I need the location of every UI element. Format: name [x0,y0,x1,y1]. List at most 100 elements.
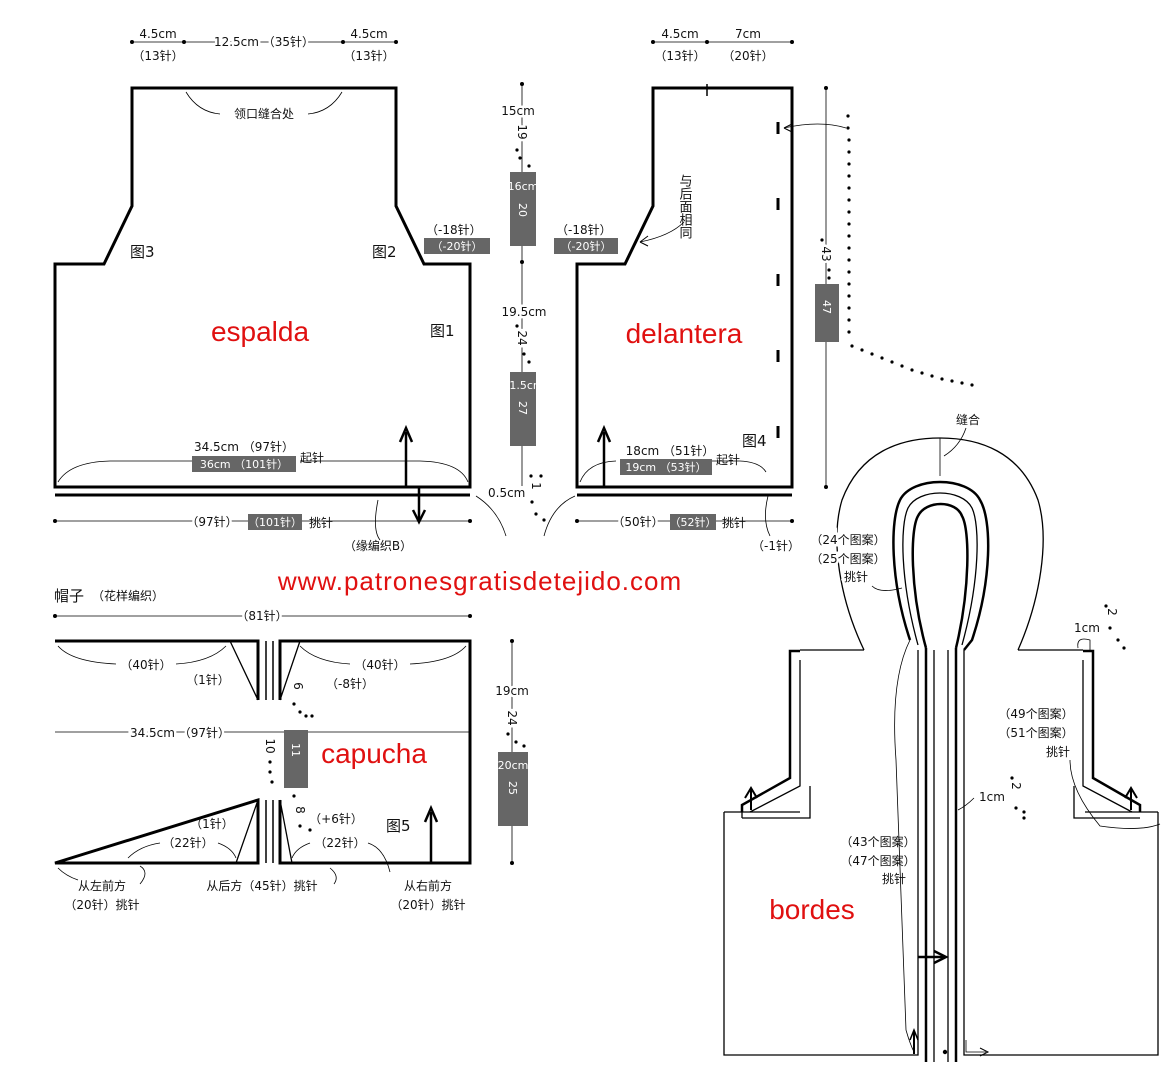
back-dec-2: （-20针） [432,239,483,253]
hood-width: 34.5cm （97针） [130,725,230,740]
fig5-label: 图5 [386,817,411,835]
back-neck-seam: 领口缝合处 [234,106,294,121]
bands-right-r: 2 [1105,608,1119,616]
hood-r6: 6 [291,682,305,690]
back-top-left-st: （13针） [132,48,183,63]
front-pickup-label: 挑针 [722,515,746,530]
bands-b-p1: （43个图案） [840,834,915,849]
front-dec-2: （-20针） [561,239,612,253]
middle-dimension-column: 15cm 19 16cm 20 19.5cm 24 21.5cm 27 1 [499,82,549,522]
hood-subtitle: （花样编织） [92,588,164,603]
back-pickup-1: （97针） [186,514,237,529]
bands-r-p2: （51个图案） [998,725,1073,740]
front-top-right-st: （20针） [722,48,773,63]
mid-r2: 24 [515,330,529,345]
front-pickup-1: （50针） [612,514,663,529]
back-dec-1: （-18针） [426,222,482,237]
mid-r2b: 27 [516,401,529,415]
mid-h1b: 16cm [508,180,539,193]
hood-right-top: （40针） [354,657,405,672]
hood-from-back: 从后方（45针）挑针 [206,878,317,893]
hood-top-sts: （81针） [236,608,287,623]
hood-h2: 20cm [498,759,529,772]
back-top-left-cm: 4.5cm [139,27,176,41]
mid-h1: 15cm [501,104,535,118]
back-top-mid: 12.5cm （35针） [214,34,314,49]
hood-minus8: （-8针） [326,676,374,691]
mid-h2: 19.5cm [501,305,546,319]
hood-plus6: （+6针） [309,811,363,826]
back-piece: 4.5cm （13针） 12.5cm （35针） 4.5cm （13针） 领口缝… [53,27,525,553]
front-dec-1: （-18针） [556,222,612,237]
bands-p2: （25个图案） [810,551,885,566]
back-cast-on-1: 34.5cm （97针） [194,439,294,454]
website-url: www.patronesgratisdetejido.com [277,566,682,596]
back-pickup-2: （101针） [248,515,302,529]
bands-b-p2: （47个图案） [840,853,915,868]
back-edge-height: 0.5cm [488,486,525,500]
front-cast-on-1: 18cm （51针） [626,443,715,458]
fig1-label: 图1 [430,322,455,340]
front-side-rows-1: 43 [819,246,833,261]
front-top-left-cm: 4.5cm [661,27,698,41]
front-piece: 4.5cm （13针） 7cm （20针） 与后面相同 （-18针） （-20针… [543,27,974,553]
mid-h2b: 21.5cm [502,379,543,392]
hood-from-right-front: 从右前方 [404,878,452,893]
front-outline [575,86,794,489]
bands-r-p1: （49个图案） [998,706,1073,721]
dotted-guide [846,114,974,387]
front-same-as-back: 与后面相同 [677,174,693,239]
back-cast-on-label: 起针 [300,450,324,465]
bands-p1: （24个图案） [810,532,885,547]
bands-mid-cm: 1cm [979,790,1005,804]
hood-r24: 24 [505,710,519,725]
back-cast-on-2: 36cm （101针） [200,457,288,471]
hood-title: 帽子 [54,587,84,605]
front-cast-on-2: 19cm （53针） [625,460,706,474]
hood-from-left-front-st: （20针）挑针 [64,897,139,912]
hood-r8: 8 [293,806,307,814]
mid-r1b: 20 [516,203,529,217]
hood-r11: 11 [289,743,302,757]
delantera-title: delantera [626,318,743,349]
bands-b-label: 挑针 [882,871,906,886]
hood-piece: 帽子 （花样编织） （81针） （40针） （40针） （1针） （-8针） 6… [53,587,531,912]
front-pickup-2: （52针） [670,515,717,529]
espalda-title: espalda [211,316,310,347]
back-top-right-st: （13针） [343,48,394,63]
back-outline [53,86,472,489]
bands-seam: 缝合 [956,412,980,427]
hood-r25: 25 [506,781,519,795]
hood-from-right-front-st: （20针）挑针 [390,897,465,912]
front-cast-on-label: 起针 [716,452,740,467]
hood-one-st-top: （1针） [186,672,230,687]
back-top-right-cm: 4.5cm [350,27,387,41]
hood-h1: 19cm [495,684,529,698]
bands-piece: 缝合 （24个图案） （25个图案） 挑针 1cm 2 （49个图案） （51个… [723,412,1161,1062]
bands-p-label: 挑针 [844,569,868,584]
bands-mid-r: 2 [1009,782,1023,790]
hood-left-bot: （22针） [162,835,213,850]
front-minus-one: （-1针） [752,538,800,553]
bands-right-cm: 1cm [1074,621,1100,635]
bordes-title: bordes [769,894,855,925]
hood-from-left-front: 从左前方 [78,878,126,893]
hood-right-bot: （22针） [314,835,365,850]
front-top-left-st: （13针） [654,48,705,63]
back-pickup-label: 挑针 [309,515,333,530]
capucha-title: capucha [321,738,427,769]
fig4-label: 图4 [742,432,767,450]
front-top-right-cm: 7cm [735,27,761,41]
front-side-rows-2: 47 [820,300,833,314]
hood-r10: 10 [263,738,277,753]
bands-r-label: 挑针 [1046,744,1070,759]
fig2-label: 图2 [372,243,397,261]
fig3-label: 图3 [130,243,155,261]
hood-one-st-bot: （1针） [190,816,234,831]
mid-r1: 19 [515,124,529,139]
hood-left-top: （40针） [120,657,171,672]
mid-r3: 1 [529,482,543,490]
back-edge-label: （缘编织B） [344,538,412,553]
